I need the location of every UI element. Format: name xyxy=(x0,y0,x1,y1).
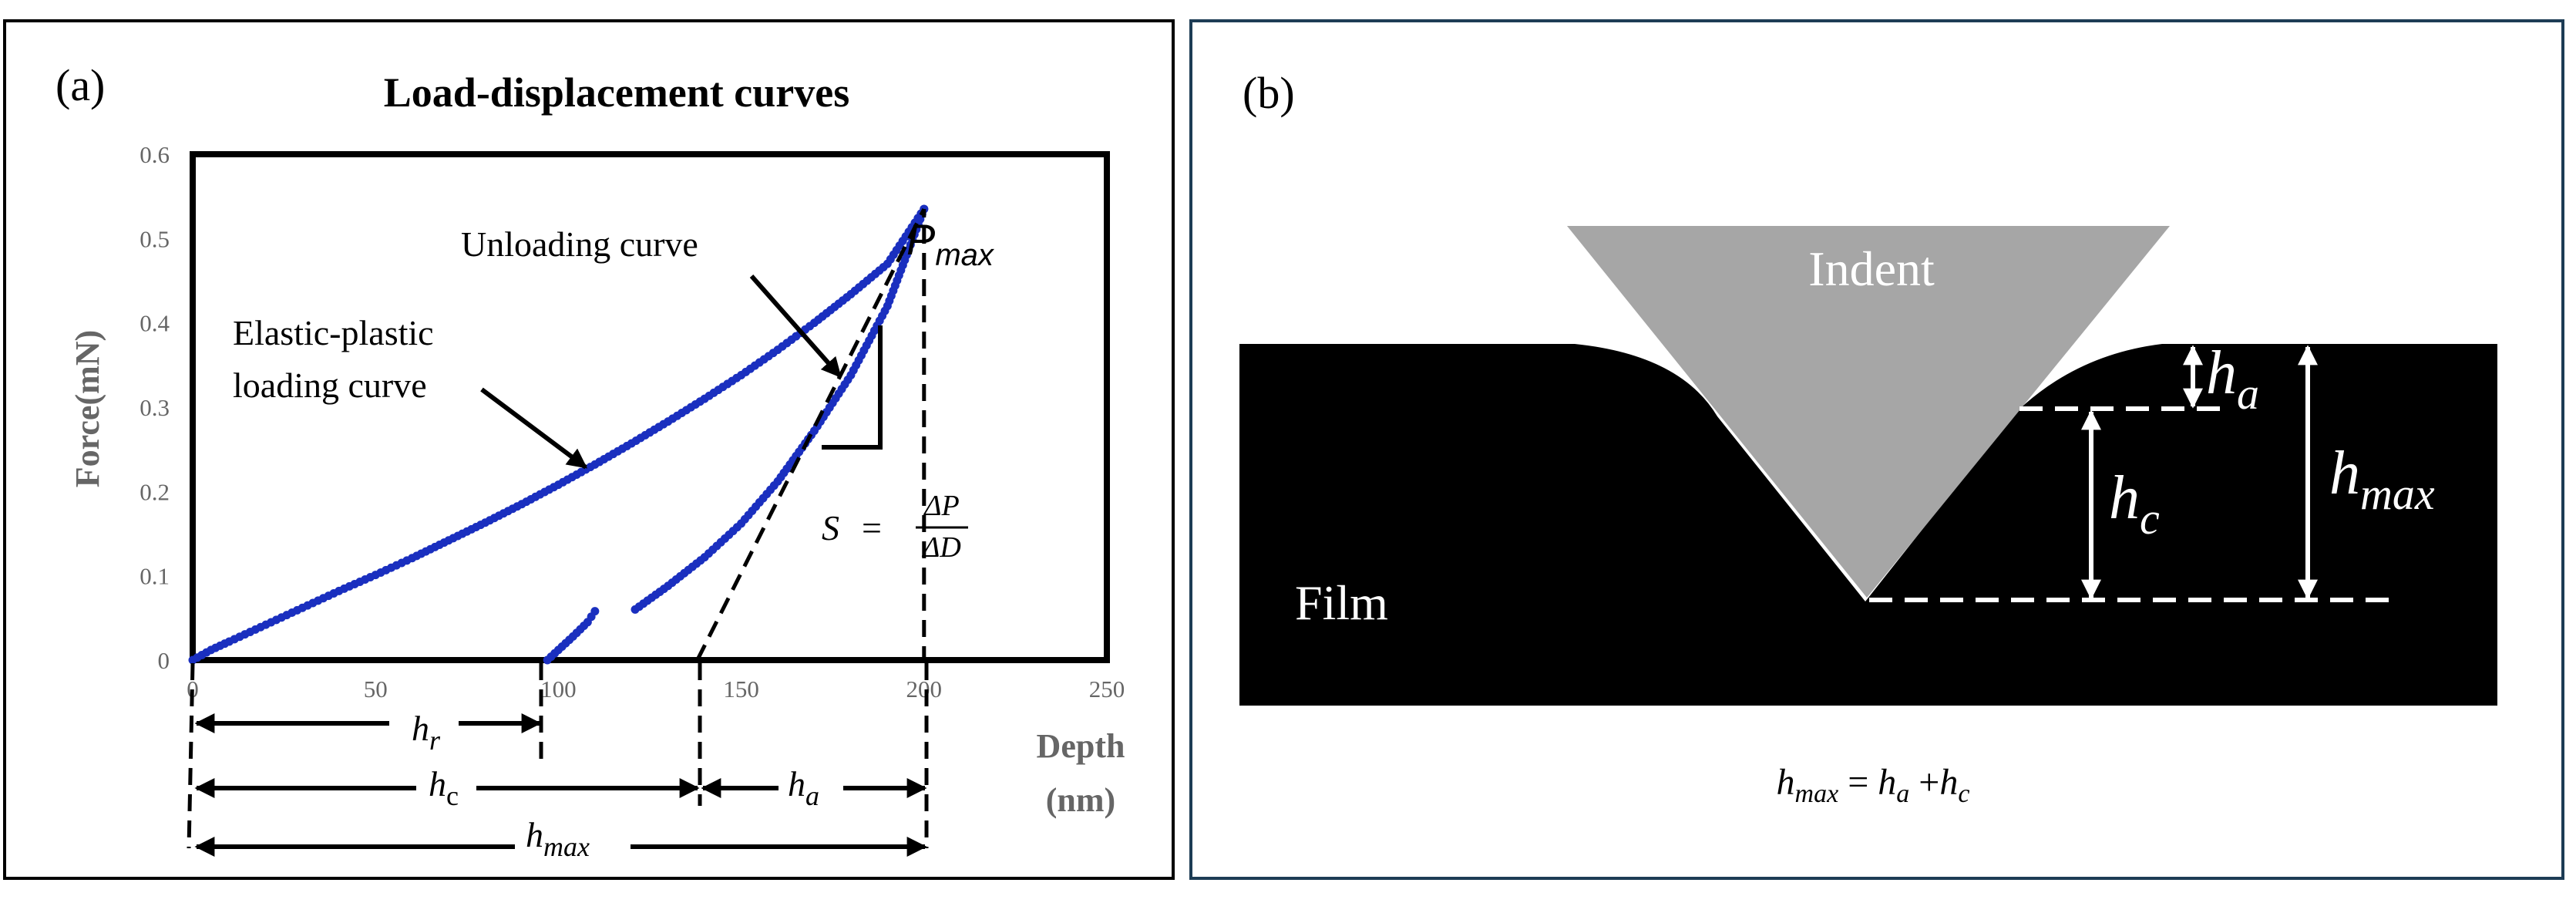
loading-arrow xyxy=(480,387,588,470)
loading-curve-label-line1: Elastic-plastic xyxy=(233,313,434,352)
series-2 xyxy=(543,607,600,665)
y-tick-label: 0.2 xyxy=(140,478,170,505)
y-tick-labels: 0 0.1 0.2 0.3 0.4 0.5 0.6 xyxy=(140,141,170,674)
unloading-arrow xyxy=(749,275,842,378)
y-tick-label: 0 xyxy=(158,647,170,674)
hmax-label: hmax xyxy=(2329,440,2435,519)
svg-text:ΔP: ΔP xyxy=(923,490,960,522)
y-tick-label: 0.6 xyxy=(140,141,170,168)
stiffness-triangle xyxy=(822,325,883,450)
series-3 xyxy=(631,204,929,614)
y-tick-label: 0.5 xyxy=(140,225,170,252)
ha-label: ha xyxy=(2206,339,2259,419)
y-tick-label: 0.3 xyxy=(140,394,170,421)
x-tick-label: 100 xyxy=(540,676,577,703)
x-tick-labels: 0 50 100 150 200 250 xyxy=(187,676,1125,703)
panel-b-frame xyxy=(1189,19,2564,880)
x-tick-label: 200 xyxy=(906,676,943,703)
panel-a-frame xyxy=(3,19,1175,880)
series-1 xyxy=(188,204,929,665)
pmax-label: Pmax xyxy=(906,215,995,272)
plot-frame xyxy=(190,151,1110,663)
svg-text:ha: ha xyxy=(788,764,819,811)
plot-area: 0 0.1 0.2 0.3 0.4 0.5 0.6 0 50 100 150 200 250 xyxy=(140,141,1125,703)
x-tick-label: 250 xyxy=(1089,676,1125,703)
x-tick-label: 150 xyxy=(723,676,759,703)
x-tick-label: 50 xyxy=(364,676,388,703)
y-axis-title: Force(mN) xyxy=(69,330,106,487)
tangent-line xyxy=(695,207,926,662)
chart-title: Load-displacement curves xyxy=(384,69,849,116)
x-axis-title-line1: Depth xyxy=(1037,727,1125,765)
stiffness-formula: S = ΔP ΔD xyxy=(822,490,968,564)
x-axis-title-line2: (nm) xyxy=(1046,781,1115,819)
indenter-tip xyxy=(1567,226,2170,598)
svg-text:ΔD: ΔD xyxy=(921,531,961,564)
reference-dashed-lines xyxy=(1869,406,2389,602)
y-tick-label: 0.1 xyxy=(140,563,170,590)
hc-label: hc xyxy=(2109,464,2160,544)
y-tick-label: 0.4 xyxy=(140,310,170,337)
film-body xyxy=(1239,344,2497,706)
dimension-lines: hr hc ha hmax xyxy=(187,662,929,870)
unloading-curve-label: Unloading curve xyxy=(461,224,698,264)
svg-text:=: = xyxy=(862,508,882,548)
svg-text:hc: hc xyxy=(429,764,459,811)
data-point xyxy=(590,607,600,616)
indent-label: Indent xyxy=(1808,241,1935,296)
panel-b-label: (b) xyxy=(1243,68,1295,118)
panel-a-label: (a) xyxy=(55,60,105,110)
loading-curve-label-line2: loading curve xyxy=(233,366,427,405)
x-tick-label: 0 xyxy=(187,676,199,703)
svg-text:S: S xyxy=(822,508,839,548)
film-label: Film xyxy=(1295,575,1388,630)
data-series xyxy=(188,204,929,665)
svg-text:hmax: hmax xyxy=(526,815,590,862)
svg-text:hr: hr xyxy=(412,709,441,756)
depth-equation: hmax = ha +hc xyxy=(1777,762,1970,808)
